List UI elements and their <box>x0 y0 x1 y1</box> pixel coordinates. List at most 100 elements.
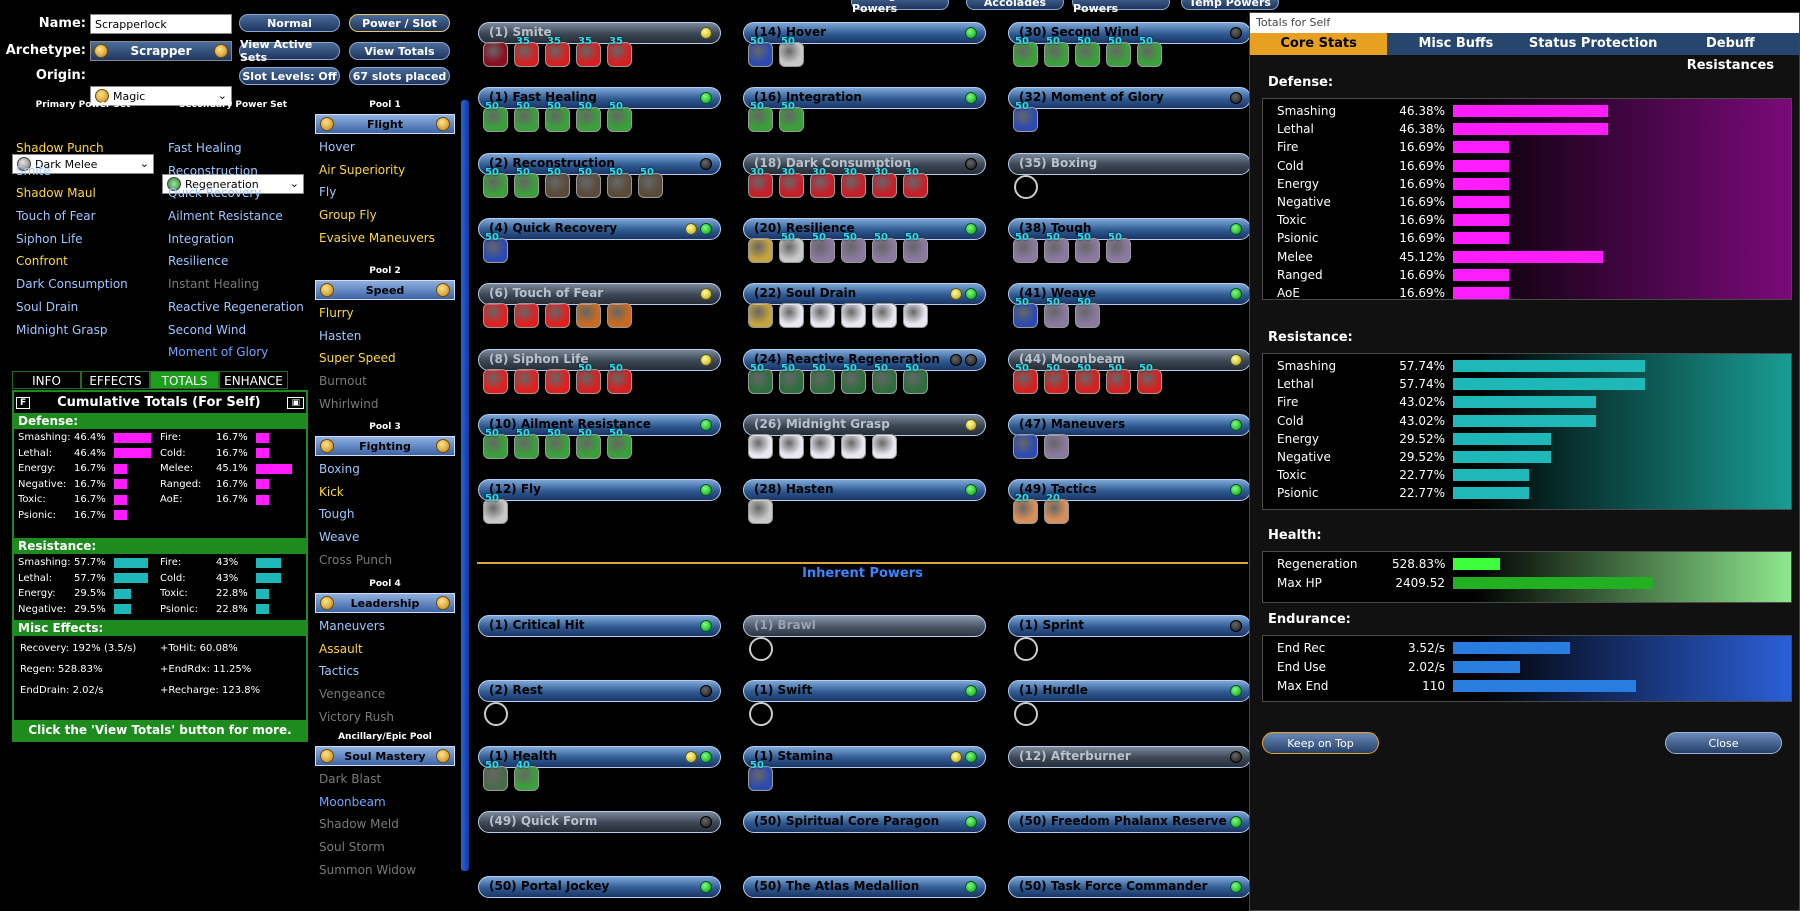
enhancement-slot[interactable]: 50 <box>514 101 539 133</box>
enhancement-slot[interactable]: 50 <box>1075 36 1100 67</box>
power-slot[interactable]: (50) Task Force Commander <box>1008 876 1251 911</box>
pool-power-item[interactable]: Soul Storm <box>319 840 385 855</box>
toggle-indicator-icon[interactable] <box>700 484 712 497</box>
pool-power-item[interactable]: Burnout <box>319 374 367 389</box>
enhancement-slot[interactable]: 50 <box>1013 363 1038 394</box>
power-item[interactable]: Quick Recovery <box>168 186 262 201</box>
toggle-indicator-icon[interactable] <box>965 750 977 763</box>
power-slot[interactable]: (12) Afterburner <box>1008 745 1251 796</box>
pool-power-item[interactable]: Super Speed <box>319 351 396 366</box>
pool-power-item[interactable]: Shadow Meld <box>319 817 399 832</box>
enhancement-slot[interactable]: 50 <box>779 363 804 394</box>
info-tab[interactable]: EFFECTS <box>81 371 150 389</box>
power-slot[interactable]: (35) Boxing <box>1008 152 1251 203</box>
pool-power-item[interactable]: Hover <box>319 140 355 154</box>
name-input[interactable]: Scrapperlock <box>90 14 232 34</box>
power-slot[interactable]: (1) Brawl <box>743 615 986 665</box>
enhancement-slot[interactable]: 50 <box>576 167 601 198</box>
pool-select[interactable]: Leadership <box>315 593 455 613</box>
enhancement-slot[interactable]: 50 <box>872 363 897 394</box>
power-slot[interactable]: (1) Hurdle <box>1008 680 1251 730</box>
pool-select[interactable]: Fighting <box>315 436 455 456</box>
enhancement-slot[interactable]: 30 <box>810 167 835 198</box>
enhancement-slot[interactable] <box>576 303 601 329</box>
enhancement-slot[interactable]: 50 <box>1013 36 1038 67</box>
enhancement-slot[interactable]: 50 <box>1106 232 1131 263</box>
close-button[interactable]: Close <box>1665 732 1782 754</box>
power-slot[interactable]: (2) Rest <box>478 680 721 730</box>
power-item[interactable]: Smite <box>16 163 51 178</box>
power-slot[interactable]: (28) Hasten <box>743 479 986 529</box>
enhancement-slot[interactable]: 50 <box>607 167 632 198</box>
enhancement-slot[interactable] <box>545 303 570 329</box>
toggle-indicator-icon[interactable] <box>1230 222 1242 235</box>
toggle-indicator-icon[interactable] <box>950 288 962 301</box>
toggle-indicator-icon[interactable] <box>700 418 712 431</box>
enhancement-slot[interactable]: 50 <box>514 167 539 198</box>
archetype-select[interactable]: Scrapper <box>90 41 232 61</box>
power-item[interactable]: Reactive Regeneration <box>168 299 304 314</box>
pool-power-item[interactable]: Group Fly <box>319 208 377 223</box>
pool-select[interactable]: Flight <box>315 114 455 134</box>
enhancement-slot[interactable] <box>841 303 866 329</box>
toggle-indicator-icon[interactable] <box>700 881 712 894</box>
enhancement-slot[interactable]: 50 <box>545 101 570 133</box>
enhancement-slot[interactable]: 50 <box>1044 297 1069 329</box>
enhancement-slot[interactable]: 20 <box>1044 493 1069 525</box>
enhancement-slot[interactable]: 40 <box>514 760 539 791</box>
enhancement-slot[interactable]: 30 <box>748 167 773 198</box>
toggle-indicator-icon[interactable] <box>1230 27 1242 39</box>
enhancement-slot[interactable]: 50 <box>1137 363 1162 394</box>
enhancement-slot[interactable] <box>903 303 928 329</box>
enhancement-slot[interactable]: 50 <box>483 232 508 263</box>
pool-power-item[interactable]: Tactics <box>319 664 360 679</box>
power-slot[interactable]: (50) Freedom Phalanx Reserve <box>1008 810 1251 861</box>
toggle-indicator-icon[interactable] <box>685 222 697 235</box>
power-item[interactable]: Siphon Life <box>16 231 83 246</box>
enhancement-slot[interactable]: 50 <box>1013 232 1038 263</box>
toggle-indicator-icon[interactable] <box>1230 620 1242 632</box>
enhancement-slot[interactable] <box>514 368 539 394</box>
power-item[interactable]: Instant Healing <box>168 277 260 292</box>
totals-tab[interactable]: Debuff Resistances <box>1686 36 1774 73</box>
top-button[interactable]: Incarnate Powers <box>1072 0 1170 15</box>
enhancement-slot[interactable]: 50 <box>483 760 508 791</box>
enhancement-slot[interactable]: 50 <box>1044 232 1069 263</box>
expand-icon[interactable]: ▣ <box>287 396 304 409</box>
enhancement-slot[interactable]: 50 <box>1013 101 1038 133</box>
enhancement-slot[interactable] <box>607 303 632 329</box>
f-toggle[interactable]: F <box>16 396 31 409</box>
power-slot[interactable]: (50) Portal Jockey <box>478 876 721 911</box>
power-item[interactable]: Midnight Grasp <box>16 322 108 337</box>
slot-levels-button[interactable]: Slot Levels: Off <box>239 67 340 85</box>
enhancement-slot[interactable]: 50 <box>748 760 773 791</box>
enhancement-slot[interactable]: 50 <box>1137 36 1162 67</box>
enhancement-slot[interactable]: 50 <box>545 428 570 459</box>
power-item[interactable]: Soul Drain <box>16 299 79 314</box>
enhancement-slot[interactable]: 50 <box>748 36 773 67</box>
enhancement-slot[interactable]: 35 <box>514 36 539 67</box>
enhancement-slot[interactable]: 50 <box>872 232 897 263</box>
enhancement-slot[interactable] <box>514 303 539 329</box>
enhancement-slot[interactable]: 50 <box>483 167 508 198</box>
power-item[interactable]: Dark Consumption <box>16 277 128 292</box>
power-item[interactable]: Shadow Punch <box>16 141 104 155</box>
enhancement-slot[interactable]: 20 <box>1013 493 1038 525</box>
pool-power-item[interactable]: Boxing <box>319 462 360 476</box>
enhancement-slot[interactable]: 50 <box>903 363 928 394</box>
enhancement-slot[interactable] <box>748 303 773 329</box>
enhancement-slot[interactable]: 35 <box>576 36 601 67</box>
enhancement-slot[interactable]: 50 <box>483 428 508 459</box>
pool-power-item[interactable]: Victory Rush <box>319 709 395 724</box>
power-item[interactable]: Shadow Maul <box>16 186 96 201</box>
toggle-indicator-icon[interactable] <box>1230 484 1242 497</box>
